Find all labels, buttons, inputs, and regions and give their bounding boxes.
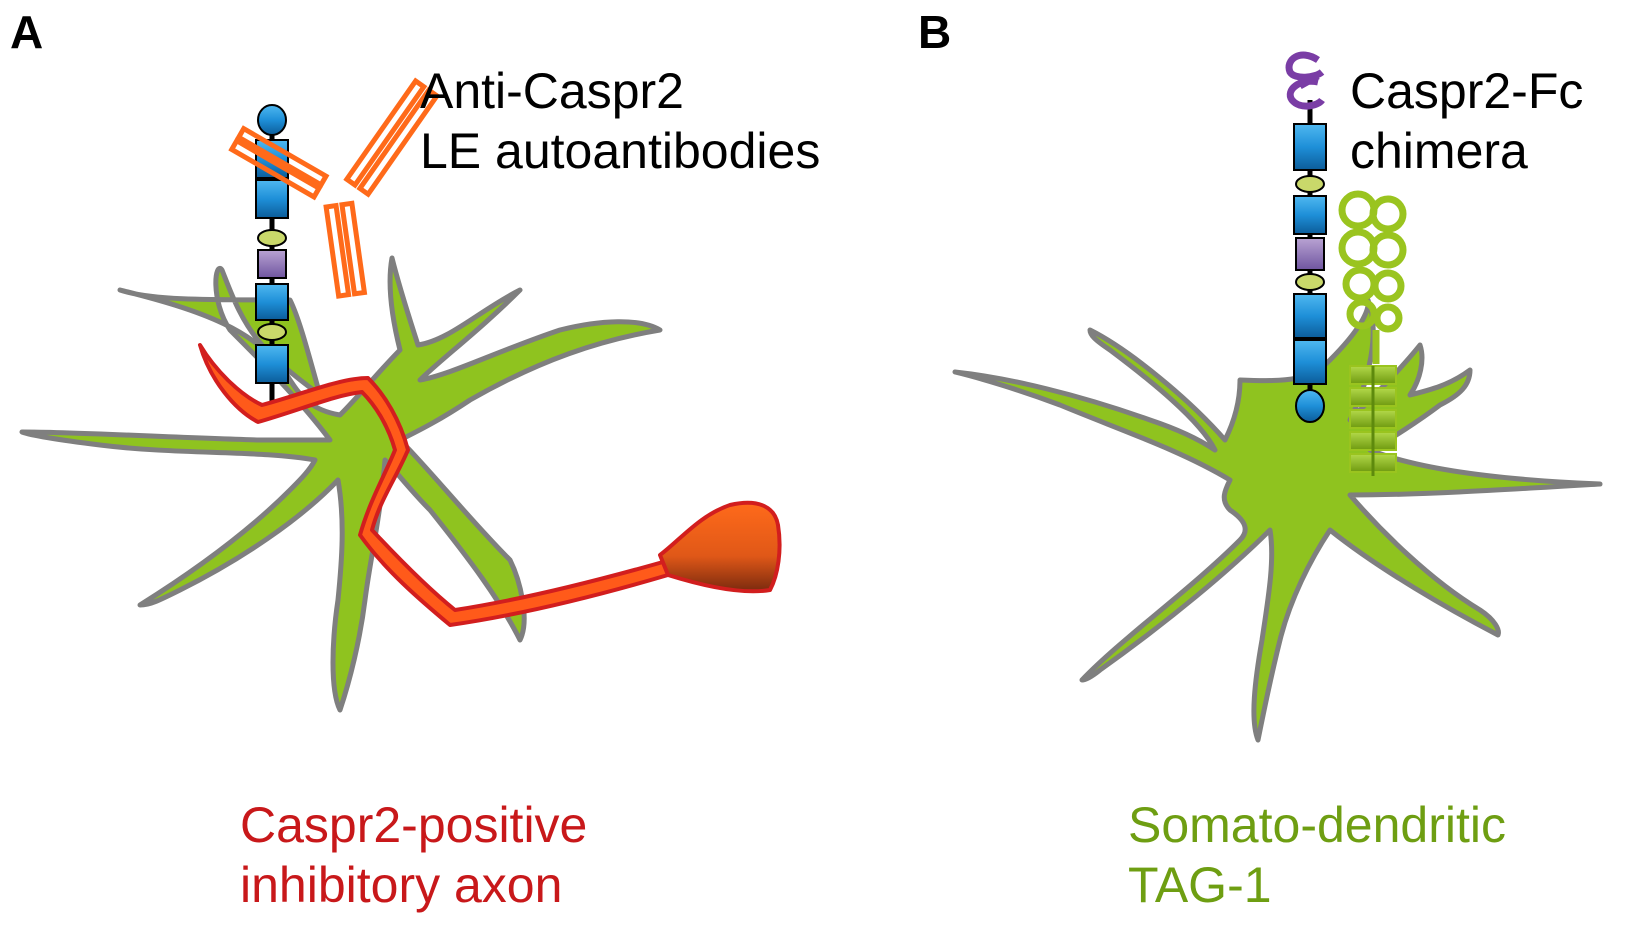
caspr2-laminin-domain [255, 283, 289, 321]
axon-label-line-1: Caspr2-positive [240, 797, 587, 853]
panel-b: B [918, 6, 1603, 913]
antibody-arm [323, 202, 352, 299]
neuron-a-body [19, 255, 663, 713]
chimera-egf-domain [1295, 175, 1325, 193]
axon-label-line-2: inhibitory axon [240, 857, 562, 913]
panel-a: A [10, 6, 820, 913]
antibody-heavy-chain [356, 86, 441, 198]
neuron-b-body [952, 297, 1603, 743]
caspr2-egf-domain [257, 229, 287, 247]
antibody-arm [339, 200, 368, 297]
neuron-a [19, 255, 663, 713]
chimera-laminin-domain [1293, 195, 1327, 235]
panel-b-letter: B [918, 6, 951, 58]
chimera-laminin-domain [1293, 293, 1327, 339]
caspr2-fc-chimera [1285, 51, 1327, 423]
chimera-fibrinogen-domain [1295, 237, 1325, 271]
tag1-molecule [1338, 190, 1407, 476]
caspr2-discoidin-domain [257, 104, 287, 136]
chimera-discoidin-domain [1295, 389, 1325, 423]
tag1-label-line-2: TAG-1 [1128, 857, 1272, 913]
antibody-arm [235, 125, 330, 189]
tag1-ig-loop [1369, 231, 1407, 269]
antibody-heavy-chain [343, 77, 428, 189]
chimera-label-line-2: chimera [1350, 123, 1528, 179]
caspr2-egf-domain [257, 323, 287, 341]
chimera-egf-domain [1295, 273, 1325, 291]
panel-a-letter: A [10, 6, 43, 58]
tag1-ig-loop [1373, 303, 1403, 333]
chimera-label-line-1: Caspr2-Fc [1350, 63, 1583, 119]
antibody-arm [228, 137, 323, 201]
tag1-label-line-1: Somato-dendritic [1128, 797, 1506, 853]
tag1-ig-loop [1338, 228, 1378, 268]
fc-domain [1285, 51, 1325, 110]
chimera-laminin-domain [1293, 339, 1327, 385]
tag1-ig-loop [1369, 195, 1407, 233]
antibody-label-line-1: Anti-Caspr2 [420, 63, 684, 119]
chimera-laminin-domain [1293, 123, 1327, 171]
antibody-label-line-2: LE autoantibodies [420, 123, 820, 179]
caspr2-laminin-domain [255, 179, 289, 219]
caspr2-fibrinogen-domain [257, 249, 287, 279]
tag1-ig-loop [1371, 269, 1405, 303]
axon-soma [658, 500, 782, 594]
tag1-ig-loop [1342, 266, 1378, 302]
tag1-ig-loop [1338, 190, 1378, 230]
tag1-fn3-domains [1349, 365, 1397, 476]
neuron-b [952, 297, 1603, 743]
inhibitory-axon [198, 343, 782, 627]
tag1-ig-loop [1346, 298, 1378, 330]
autoantibody-2 [228, 125, 330, 201]
tag1-ig-domains [1338, 190, 1407, 364]
caspr2-laminin-domain [255, 344, 289, 384]
autoantibody-3 [323, 200, 368, 299]
autoantibody-1 [343, 77, 441, 198]
